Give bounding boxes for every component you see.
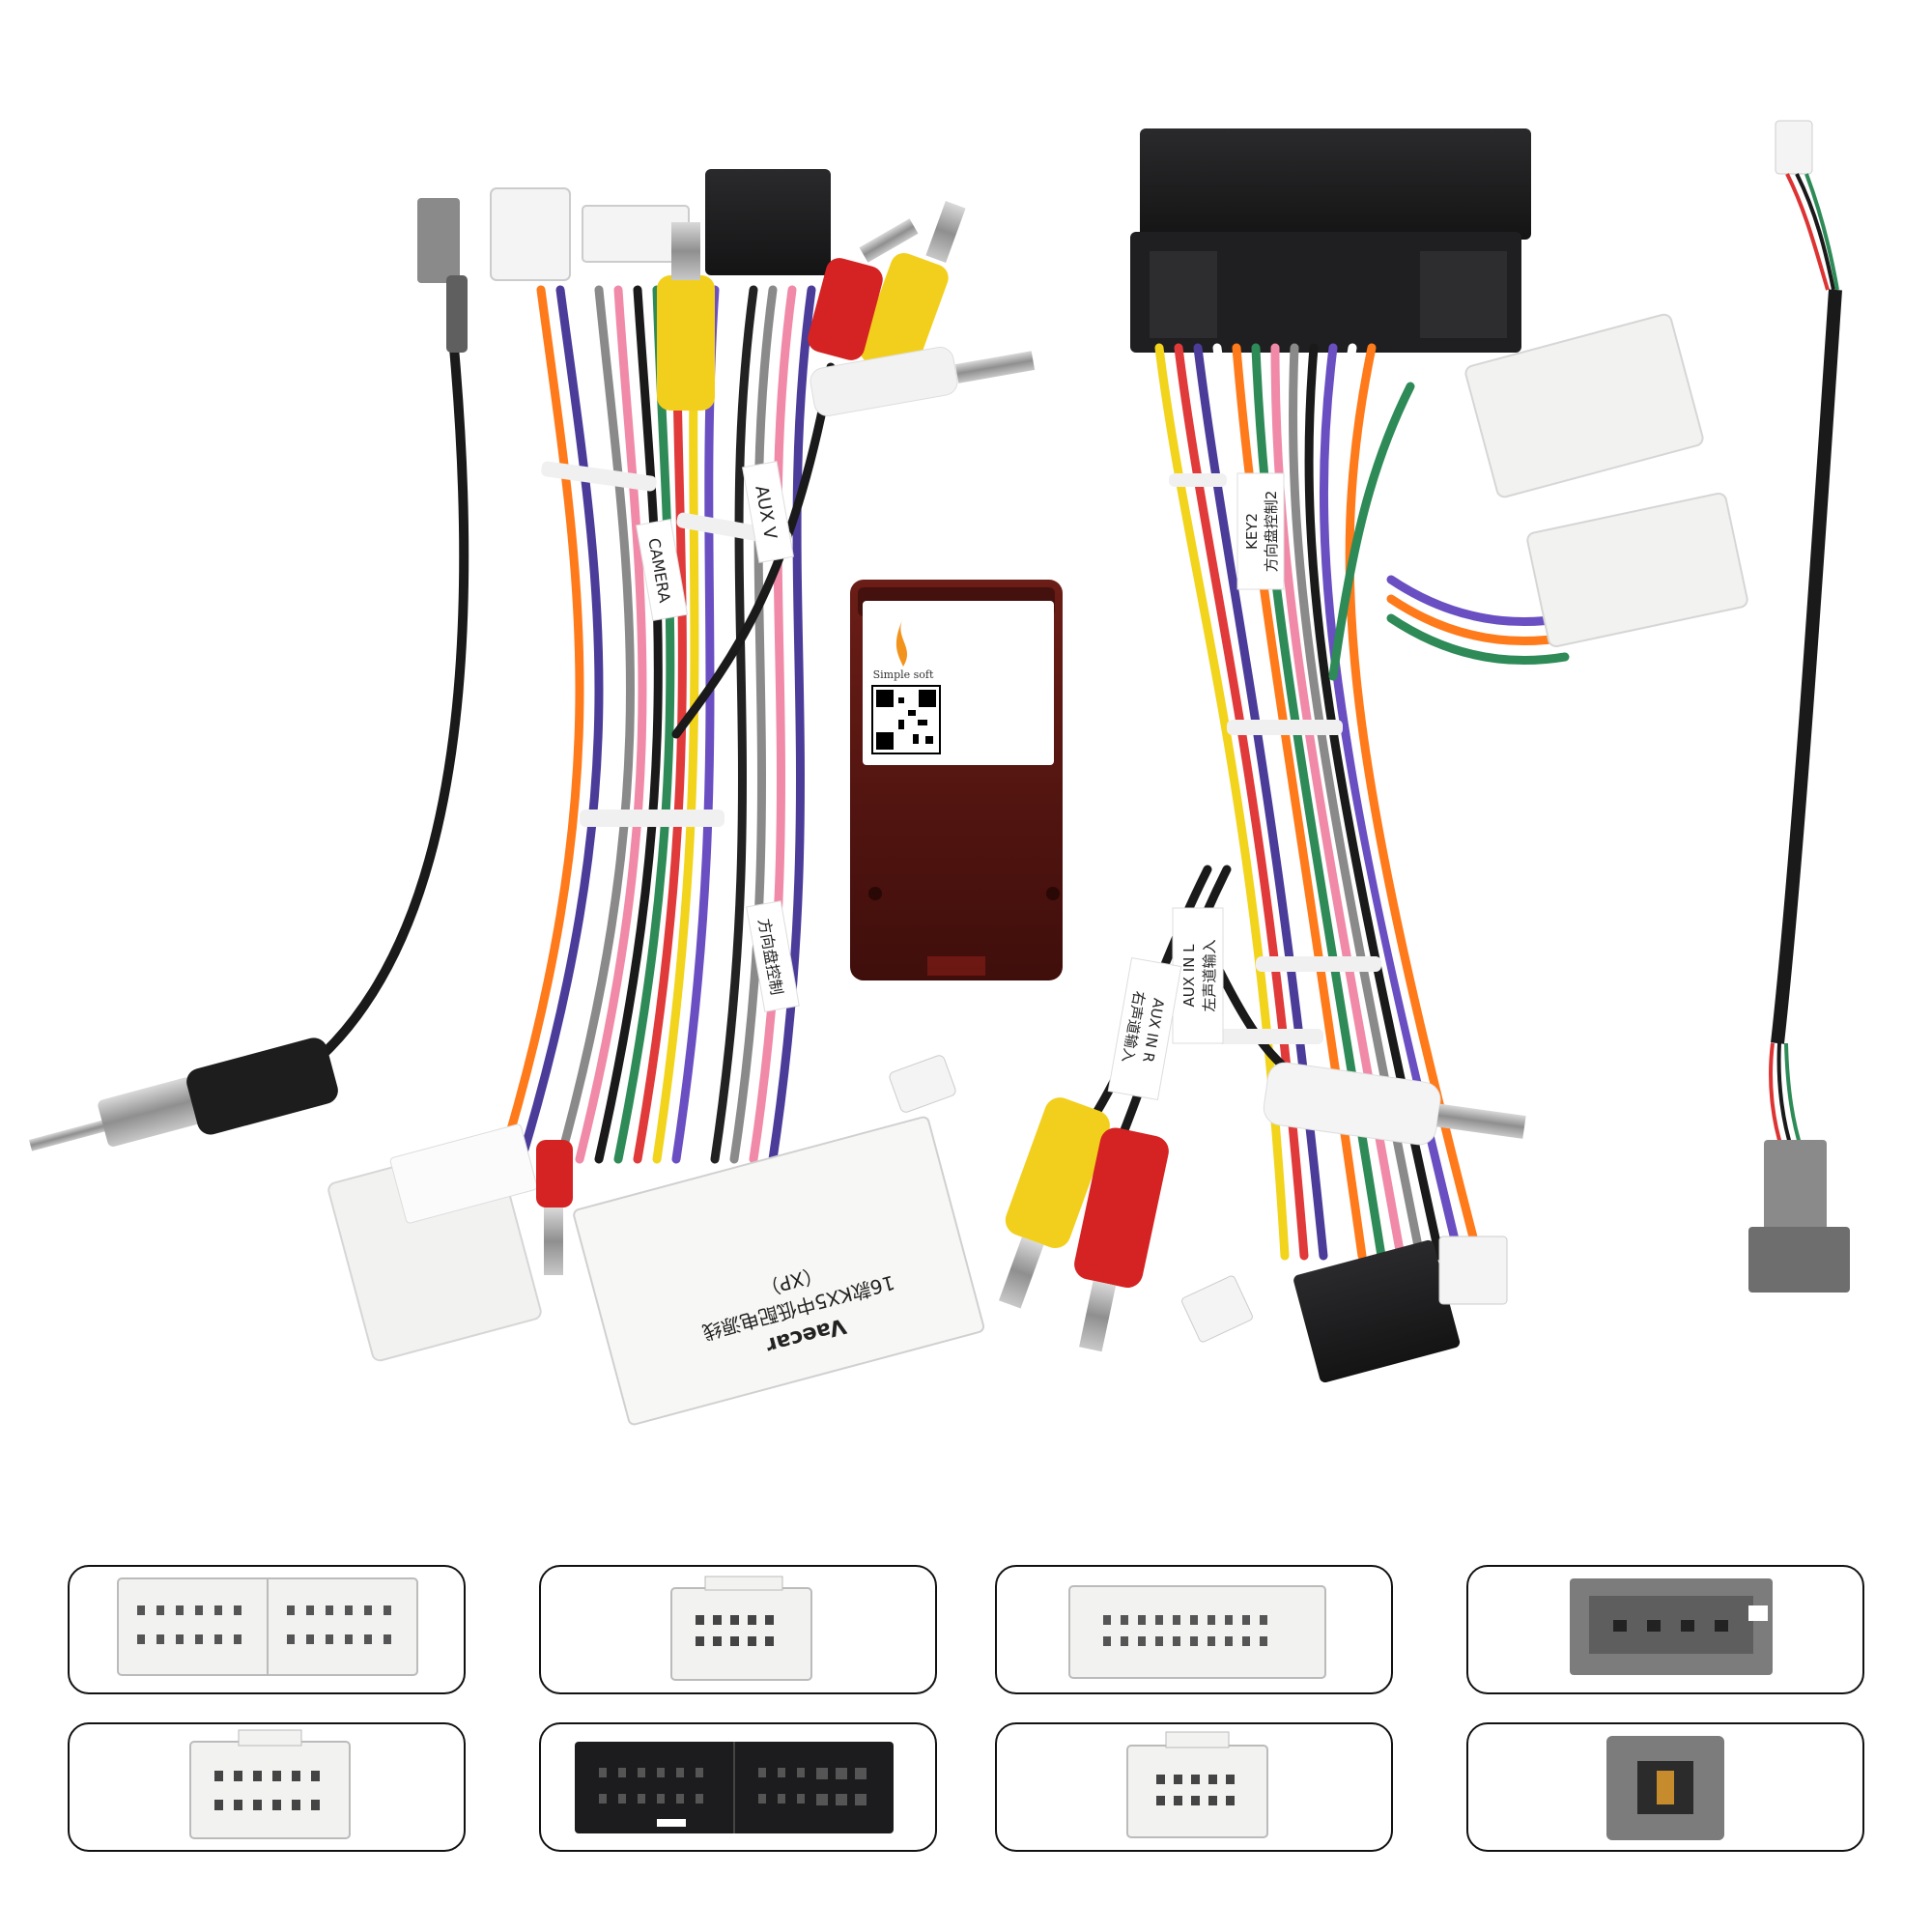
white-bottom-connector-right bbox=[1438, 1236, 1508, 1305]
connector-icon-4 bbox=[1466, 1565, 1864, 1694]
rca-white-right bbox=[1263, 1062, 1526, 1146]
white-bottom-connector-left bbox=[327, 1123, 542, 1362]
left-harness: AUX V CAMERA 方向盘控制 Vaecar 16款KX5中低配电源线 （… bbox=[29, 169, 1036, 1426]
connector-icon-1 bbox=[68, 1565, 466, 1694]
antenna-plug bbox=[29, 1037, 338, 1151]
black-main-connector bbox=[1130, 128, 1531, 353]
rca-yellow-top bbox=[860, 201, 966, 376]
white-square-connector-icon bbox=[189, 1729, 351, 1839]
key2-label: KEY2 方向盘控制2 bbox=[1236, 472, 1285, 590]
flame-logo-icon bbox=[895, 618, 908, 667]
camera-label: CAMERA bbox=[636, 519, 688, 621]
connector-icon-7 bbox=[995, 1722, 1393, 1852]
rca-yellow-bottom bbox=[999, 1097, 1110, 1309]
black-top-connector bbox=[705, 169, 831, 275]
key2-text: KEY2 bbox=[1243, 513, 1261, 550]
rca-white-top bbox=[810, 347, 1036, 416]
connector-icon-5 bbox=[68, 1722, 466, 1852]
white-side-connector-1 bbox=[1464, 313, 1704, 498]
connector-icon-8 bbox=[1466, 1722, 1864, 1852]
white-top-connector-1 bbox=[490, 187, 571, 281]
connector-icon-6 bbox=[539, 1722, 937, 1852]
qr-code-icon bbox=[871, 685, 941, 754]
aux-in-r-label: AUX IN R 右声道输入 bbox=[1107, 956, 1182, 1101]
aux-in-l-text: AUX IN L bbox=[1180, 944, 1198, 1008]
aux-v-label: AUX V bbox=[742, 461, 794, 563]
decoder-module: Simple soft bbox=[850, 580, 1063, 980]
rca-red-bottom bbox=[1074, 1127, 1169, 1352]
white-mini-connector-icon bbox=[1126, 1731, 1268, 1838]
connector-icon-2 bbox=[539, 1565, 937, 1694]
steering-label-left: 方向盘控制 bbox=[746, 900, 800, 1012]
right-harness: KEY2 方向盘控制2 AUX IN L 左声道输入 AUX IN R 右声道输… bbox=[999, 128, 1748, 1383]
key2-cn-text: 方向盘控制2 bbox=[1263, 491, 1280, 573]
rca-yellow-left bbox=[657, 222, 715, 411]
large-dual-white-connector-icon bbox=[117, 1577, 418, 1676]
wide-white-connector-icon bbox=[1068, 1585, 1326, 1679]
small-white-connector-icon bbox=[670, 1576, 812, 1681]
rca-red-top bbox=[808, 218, 919, 360]
gray-square-socket-icon bbox=[1606, 1736, 1724, 1840]
white-side-connector-2 bbox=[1526, 492, 1748, 648]
aux-in-l-cn-text: 左声道输入 bbox=[1201, 939, 1218, 1011]
gray-antenna-connector-icon bbox=[1570, 1578, 1773, 1675]
antenna-cable bbox=[287, 347, 469, 1087]
module-brand-text: Simple soft bbox=[873, 668, 934, 681]
gray-antenna-plug bbox=[417, 198, 460, 283]
aux-in-l-label: AUX IN L 左声道输入 bbox=[1172, 907, 1224, 1044]
connector-icon-3 bbox=[995, 1565, 1393, 1694]
large-black-connector-icon bbox=[575, 1742, 894, 1833]
small-adapter-cable bbox=[1748, 120, 1850, 1293]
vaecar-label-box: Vaecar 16款KX5中低配电源线 （XP） bbox=[573, 1116, 985, 1426]
black-bottom-connector bbox=[1293, 1239, 1461, 1383]
